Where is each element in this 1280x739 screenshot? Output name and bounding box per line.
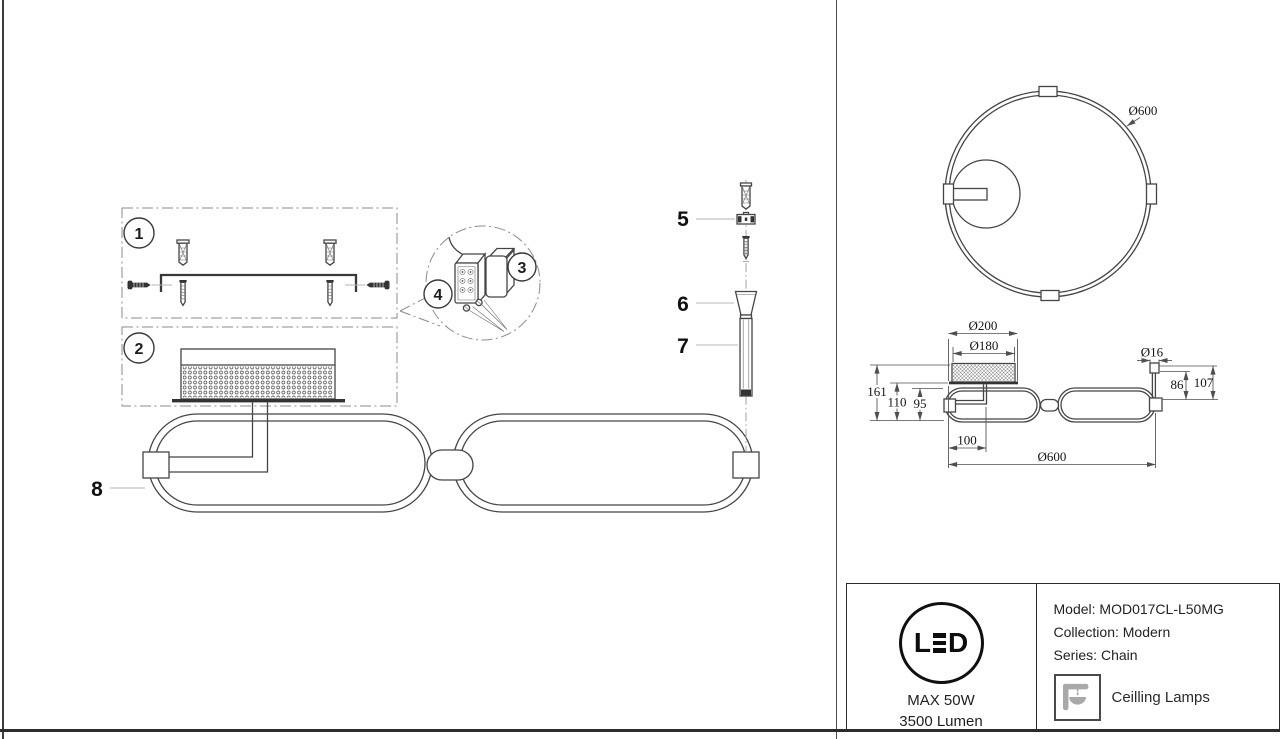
step4-badge-label: 4 [434,287,443,304]
side-screw-drawing [127,280,390,290]
part5-label: 5 [677,208,735,231]
terminal-block-drawing [448,236,508,332]
led-letter-d: D [947,627,969,658]
step1-badge-label: 1 [135,226,144,243]
dim-canopy-height: 110 [887,395,906,410]
side-view-drawing [943,362,1163,423]
cone-drawing [734,290,758,320]
rod-drawing [739,317,753,397]
dim-stem-offset: 100 [957,433,977,448]
detail-bubble: 3 4 [399,225,541,341]
dim-rod-total-height: 107 [1194,375,1214,390]
step3-badge-label: 3 [518,260,527,277]
clip-drawing [736,211,756,225]
series-label: Series: Chain [1053,647,1138,663]
dim-canopy-inner: Ø180 [970,338,999,353]
step4-badge [423,279,453,309]
svg-text:7: 7 [677,335,689,358]
lumen-label: 3500 Lumen [899,713,983,730]
terminal-cover-drawing [485,247,516,298]
assembly-drawing: 1 [91,180,760,513]
svg-text:6: 6 [677,293,689,316]
dim-ring-height: 95 [914,396,927,411]
led-letter-e-bars [932,633,946,653]
dim-total-height: 161 [867,384,887,399]
ring-connector [426,449,474,481]
dim-rod-diameter: Ø16 [1141,345,1164,360]
wall-anchor-drawing [176,239,337,267]
left-block-connector [142,451,170,479]
dim-rod-height: 86 [1171,377,1185,392]
part8-label: 8 [91,478,145,501]
svg-text:5: 5 [677,208,689,231]
step1-box: 1 [121,207,398,319]
screw-drawing [179,280,334,307]
page-divider [835,0,837,739]
category-label: Ceilling Lamps [1111,689,1210,706]
chain-lamp-drawing [142,413,760,513]
dim-canopy-outer: Ø200 [969,318,998,333]
step2-badge-label: 2 [135,341,144,358]
top-view-drawing: Ø600 [942,85,1158,302]
right-block-connector [732,451,760,479]
step3-badge [507,252,537,282]
model-spec-cell: Model: MOD017CL-L50MG Collection: Modern… [1037,584,1279,730]
screw5-drawing [742,236,750,262]
led-letter-l: L [913,627,931,658]
step1-badge [123,217,155,249]
canopy-drawing [172,348,345,403]
parts-column: 5 6 7 [677,180,758,452]
canopy-stem-drawing [168,402,269,473]
part6-label: 6 [677,293,734,316]
dim-top-diameter: Ø600 [1129,103,1158,118]
mounting-bracket-drawing [159,273,358,292]
dimension-drawings: Ø600 Ø200 Ø180 [867,85,1218,468]
part7-label: 7 [677,335,738,358]
step2-badge [123,332,155,364]
collection-label: Collection: Modern [1053,624,1171,640]
category-row: Ceilling Lamps [1053,674,1279,721]
step2-box: 2 [121,326,398,407]
ceiling-lamp-icon [1053,674,1101,721]
page-border-bottom [0,728,1280,733]
svg-text:8: 8 [91,478,103,501]
side-view-dimensions: Ø200 Ø180 Ø16 86 107 161 [867,318,1218,468]
page-border-left [1,0,4,739]
dim-overall-width: Ø600 [1038,449,1067,464]
model-label: Model: MOD017CL-L50MG [1053,601,1224,617]
anchor-drawing [739,182,753,210]
max-power-label: MAX 50W [907,692,975,709]
